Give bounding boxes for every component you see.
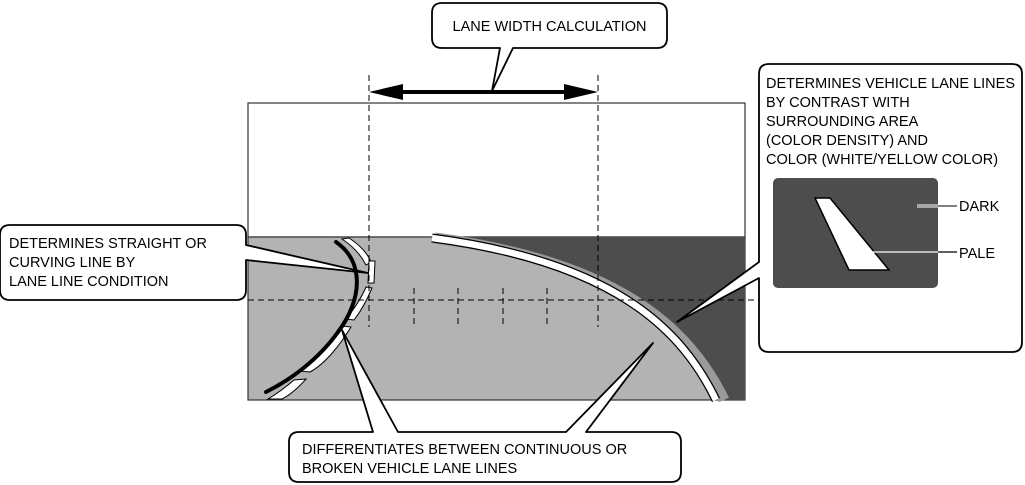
right-continuous-lane-line	[431, 234, 719, 402]
callout-contrast-line-3: SURROUNDING AREA	[766, 114, 919, 130]
callout-contrast-line-2: BY CONTRAST WITH	[766, 95, 910, 111]
arrow-head-right	[564, 84, 598, 100]
lane-width-arrow	[369, 84, 598, 100]
arrow-head-left	[369, 84, 403, 100]
callout-contrast: DETERMINES VEHICLE LANE LINES BY CONTRAS…	[676, 63, 1023, 353]
callout-bubble	[288, 329, 682, 483]
guide-lines	[248, 75, 770, 327]
lane-dash	[266, 378, 308, 400]
callout-straight-line-3: LANE LINE CONDITION	[9, 274, 169, 290]
callout-bubble	[0, 224, 369, 301]
callout-straight-curve: DETERMINES STRAIGHT OR CURVING LINE BY L…	[0, 224, 369, 301]
callout-bubble	[431, 2, 668, 92]
detected-curve-line	[264, 240, 359, 394]
callout-continuous-line-2: BROKEN VEHICLE LANE LINES	[302, 461, 517, 477]
callout-contrast-line-1: DETERMINES VEHICLE LANE LINES	[766, 76, 1015, 92]
dark-roadside-area	[430, 237, 745, 400]
callout-continuous-line-1: DIFFERENTIATES BETWEEN CONTINUOUS OR	[302, 442, 627, 458]
dark-label: DARK	[959, 199, 1000, 215]
callout-lane-width-text: LANE WIDTH CALCULATION	[453, 19, 647, 35]
callout-contrast-line-5: COLOR (WHITE/YELLOW COLOR)	[766, 152, 998, 168]
lane-dash	[367, 260, 376, 284]
callout-straight-line-1: DETERMINES STRAIGHT OR	[9, 236, 207, 252]
pale-label: PALE	[959, 246, 995, 262]
callout-contrast-line-4: (COLOR DENSITY) AND	[766, 133, 928, 149]
camera-frame-upper	[247, 102, 746, 238]
callout-lane-width: LANE WIDTH CALCULATION	[431, 2, 668, 92]
callout-continuous-broken: DIFFERENTIATES BETWEEN CONTINUOUS OR BRO…	[288, 329, 682, 483]
callout-straight-line-2: CURVING LINE BY	[9, 255, 136, 271]
